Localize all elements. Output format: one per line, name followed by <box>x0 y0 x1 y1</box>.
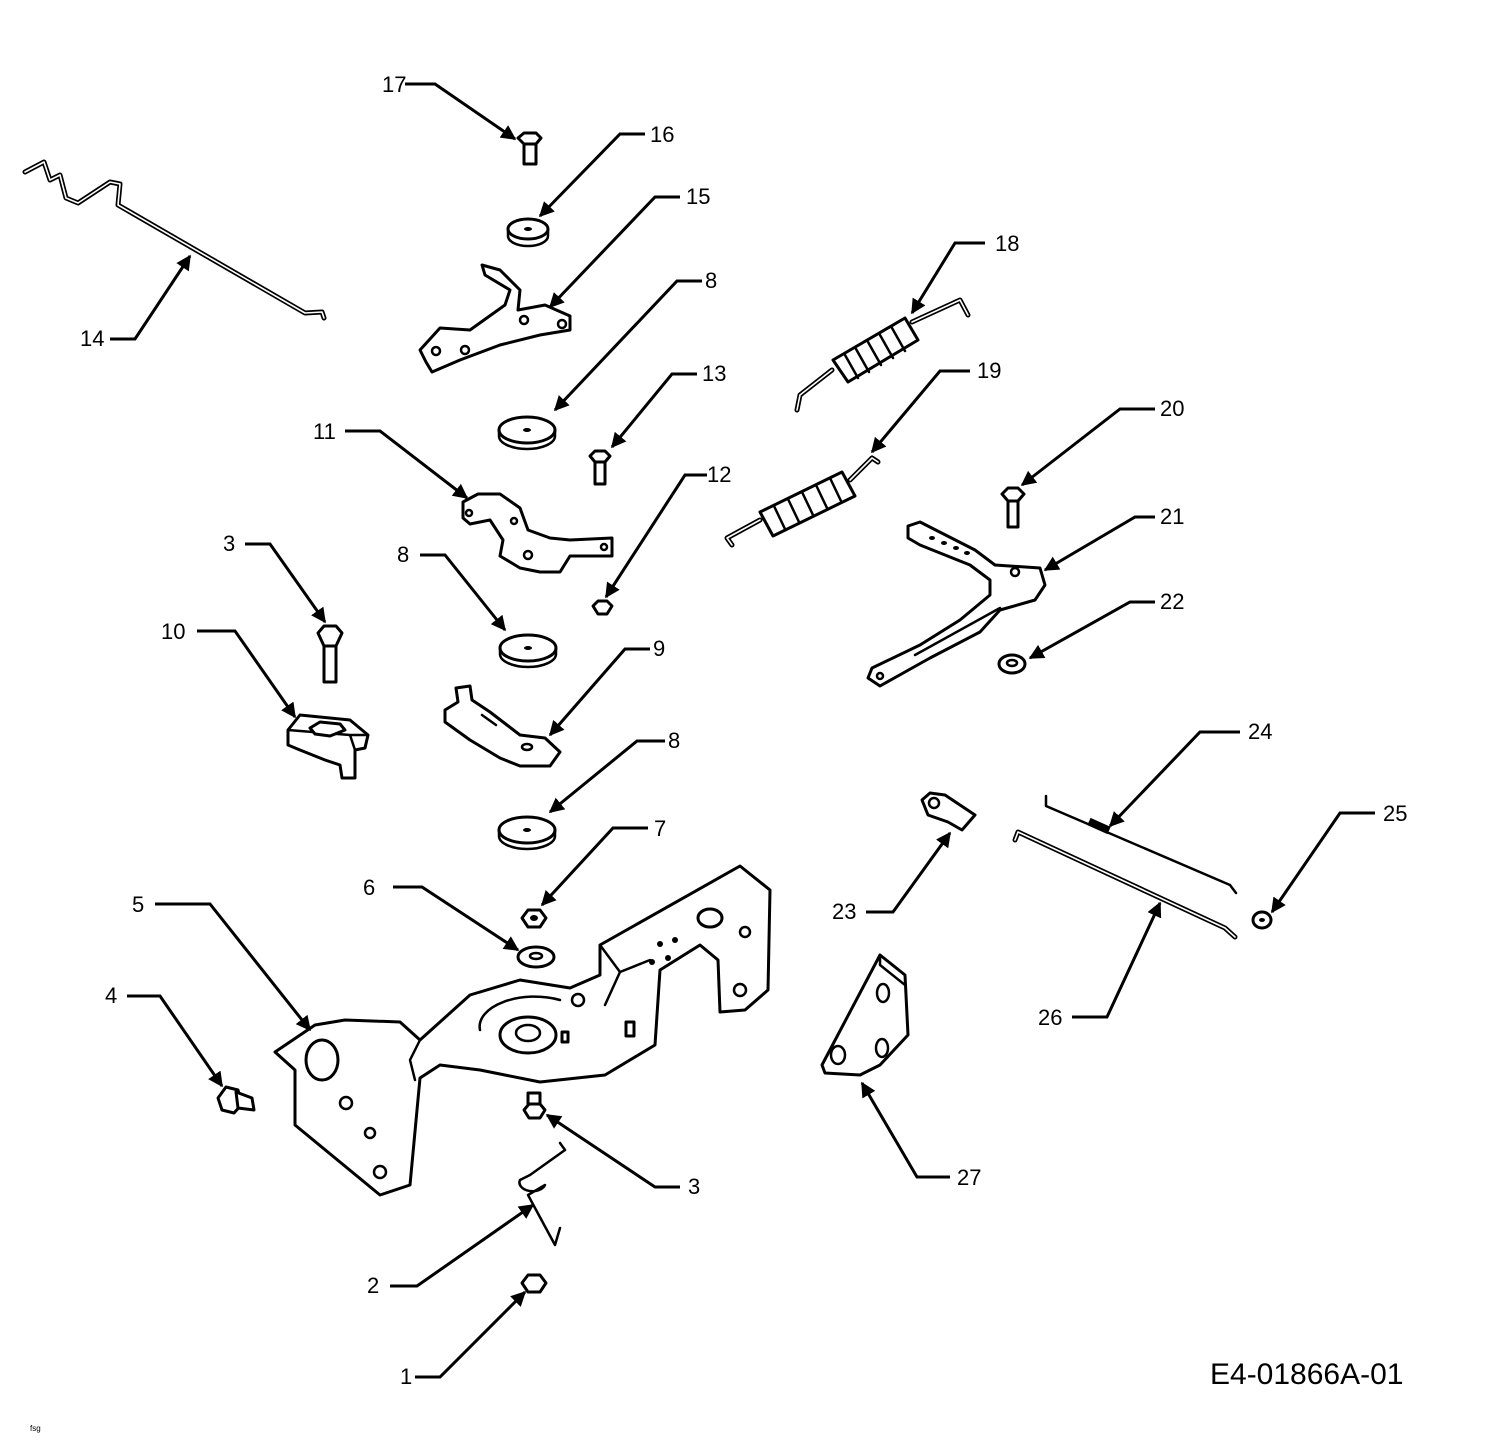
callout-7: 7 <box>654 816 666 841</box>
callout-16: 16 <box>650 122 674 147</box>
leader-8b <box>420 553 507 632</box>
callout-24: 24 <box>1248 719 1272 744</box>
leader-19 <box>870 369 970 454</box>
part-25-clip <box>1251 910 1273 930</box>
part-16-washer <box>506 217 550 248</box>
callout-4: 4 <box>105 983 117 1008</box>
callout-2: 2 <box>367 1273 379 1298</box>
leader-7 <box>540 826 648 907</box>
part-19-spring <box>724 455 881 548</box>
leader-5 <box>155 902 312 1032</box>
callout-3-lower: 3 <box>688 1174 700 1199</box>
callout-25: 25 <box>1383 801 1407 826</box>
callout-8-middle: 8 <box>397 542 409 567</box>
part-6-washer <box>516 945 556 969</box>
callout-10: 10 <box>161 619 185 644</box>
part-18-spring <box>794 297 971 413</box>
leader-20 <box>1020 407 1155 487</box>
callout-11: 11 <box>313 419 336 444</box>
leader-24 <box>1108 730 1240 828</box>
part-21-bracket <box>866 520 1047 688</box>
callout-12: 12 <box>707 462 731 487</box>
callout-21: 21 <box>1160 504 1184 529</box>
leader-18 <box>910 241 985 315</box>
callout-5: 5 <box>132 892 144 917</box>
part-26-rod <box>1012 829 1238 940</box>
leader-22 <box>1028 600 1155 660</box>
leader-14 <box>110 254 192 341</box>
callout-18: 18 <box>995 231 1019 256</box>
part-10-clamp <box>286 713 370 780</box>
part-3-bolt-upper <box>316 624 344 684</box>
leader-27 <box>860 1081 950 1179</box>
leader-21 <box>1043 515 1155 572</box>
callout-22: 22 <box>1160 589 1184 614</box>
part-14-rod <box>22 159 327 321</box>
leader-23 <box>866 831 952 914</box>
leader-11 <box>345 429 469 500</box>
part-8-washer-middle <box>498 633 558 669</box>
callout-3-upper: 3 <box>223 531 235 556</box>
part-23-clip <box>920 791 977 832</box>
callout-14: 14 <box>80 326 104 351</box>
leader-3b <box>545 1113 680 1189</box>
part-12-nut <box>591 599 614 616</box>
callout-13: 13 <box>702 361 726 386</box>
part-1-nut <box>520 1273 548 1294</box>
part-17-bolt <box>516 131 543 166</box>
leader-8c <box>548 739 665 814</box>
leader-16 <box>538 132 645 218</box>
callout-15: 15 <box>686 184 710 209</box>
part-4-bolt <box>216 1085 256 1115</box>
leader-2 <box>390 1203 535 1288</box>
leader-6 <box>393 885 520 952</box>
leader-3a <box>245 542 327 624</box>
part-11-lever <box>461 492 614 574</box>
callout-19: 19 <box>977 358 1001 383</box>
callout-1: 1 <box>400 1364 412 1389</box>
leader-9 <box>548 647 650 737</box>
callout-26: 26 <box>1038 1005 1062 1030</box>
part-9-plate <box>443 684 562 768</box>
leader-17 <box>405 82 517 141</box>
leader-25 <box>1270 811 1375 914</box>
callout-20: 20 <box>1160 396 1184 421</box>
leader-4 <box>127 994 224 1088</box>
callout-8-top: 8 <box>705 268 717 293</box>
leader-13 <box>610 372 697 449</box>
part-13-bolt <box>588 449 612 486</box>
diagram-code: E4-01866A-01 <box>1210 1358 1404 1391</box>
part-8-washer-bottom <box>497 815 557 851</box>
part-7-nut <box>520 908 548 929</box>
leader-10 <box>197 629 297 719</box>
part-3-bolt-lower <box>522 1091 547 1120</box>
part-27-plate <box>820 953 910 1077</box>
part-22-nut <box>997 653 1027 675</box>
part-20-bolt <box>1000 486 1026 529</box>
leader-12 <box>604 473 707 599</box>
part-2-spring-clip <box>518 1141 567 1247</box>
callout-27: 27 <box>957 1165 981 1190</box>
part-8-washer-top <box>497 415 557 451</box>
callout-23: 23 <box>832 899 856 924</box>
part-5-main-bracket <box>273 864 772 1197</box>
leader-8a <box>553 279 702 412</box>
part-24-rod <box>1044 794 1238 895</box>
leader-26 <box>1072 901 1162 1019</box>
callout-17: 17 <box>382 72 406 97</box>
leader-1 <box>415 1290 527 1379</box>
callout-6: 6 <box>363 875 375 900</box>
callout-8-bottom: 8 <box>668 728 680 753</box>
leader-15 <box>548 195 680 309</box>
signature-mark: fsg <box>30 1424 41 1433</box>
part-15-lever <box>418 263 572 374</box>
callout-9: 9 <box>653 636 665 661</box>
